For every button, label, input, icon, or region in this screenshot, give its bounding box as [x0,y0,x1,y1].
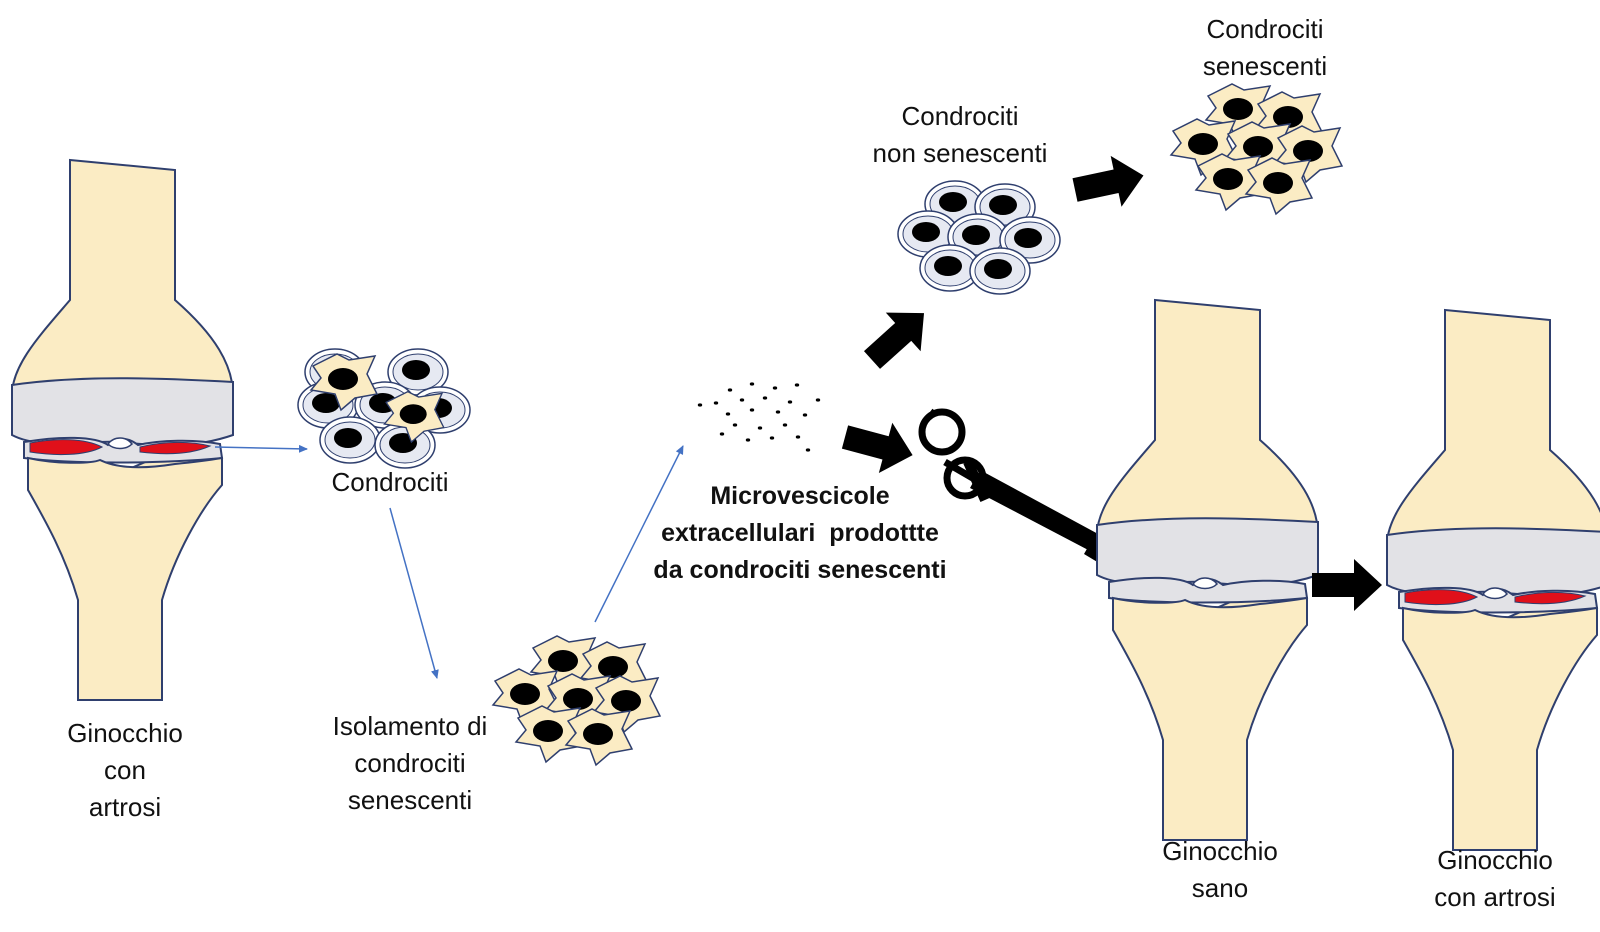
block-arrow-icon [1069,150,1149,216]
knee-joint-icon [11,159,234,701]
label-knee-oa-left: Ginocchio con artrosi [67,718,183,822]
senescent-cell-cluster [492,635,661,766]
mixed-cell-cluster [297,348,471,469]
knee-joint-icon [1096,299,1319,841]
block-arrow-icon [838,411,920,481]
block-arrow-icon [1312,559,1382,611]
label-microvesicles: Microvescicole extracellulari prodottte … [653,482,947,584]
senescent-cell-cluster [1170,83,1343,215]
thin-arrow-icon [594,445,684,623]
label-knee-healthy: Ginocchio sano [1162,836,1278,903]
label-chondrocytes: Condrociti [331,467,449,497]
thin-arrow-icon [389,507,439,679]
thin-arrow-icon [214,444,308,453]
round-cell-icon [319,416,381,464]
label-non-senescent: Condrociti non senescenti [872,101,1048,168]
label-senescent-top: Condrociti senescenti [1202,14,1328,81]
round-cell-cluster [897,180,1061,295]
label-knee-oa-right: Ginocchio con artrosi [1434,845,1556,912]
label-isolation: Isolamento di condrociti senescenti [332,711,488,815]
vesicle-dot-icon [697,382,821,452]
block-arrow-icon [854,293,942,380]
knee-joint-icon [1386,309,1600,851]
